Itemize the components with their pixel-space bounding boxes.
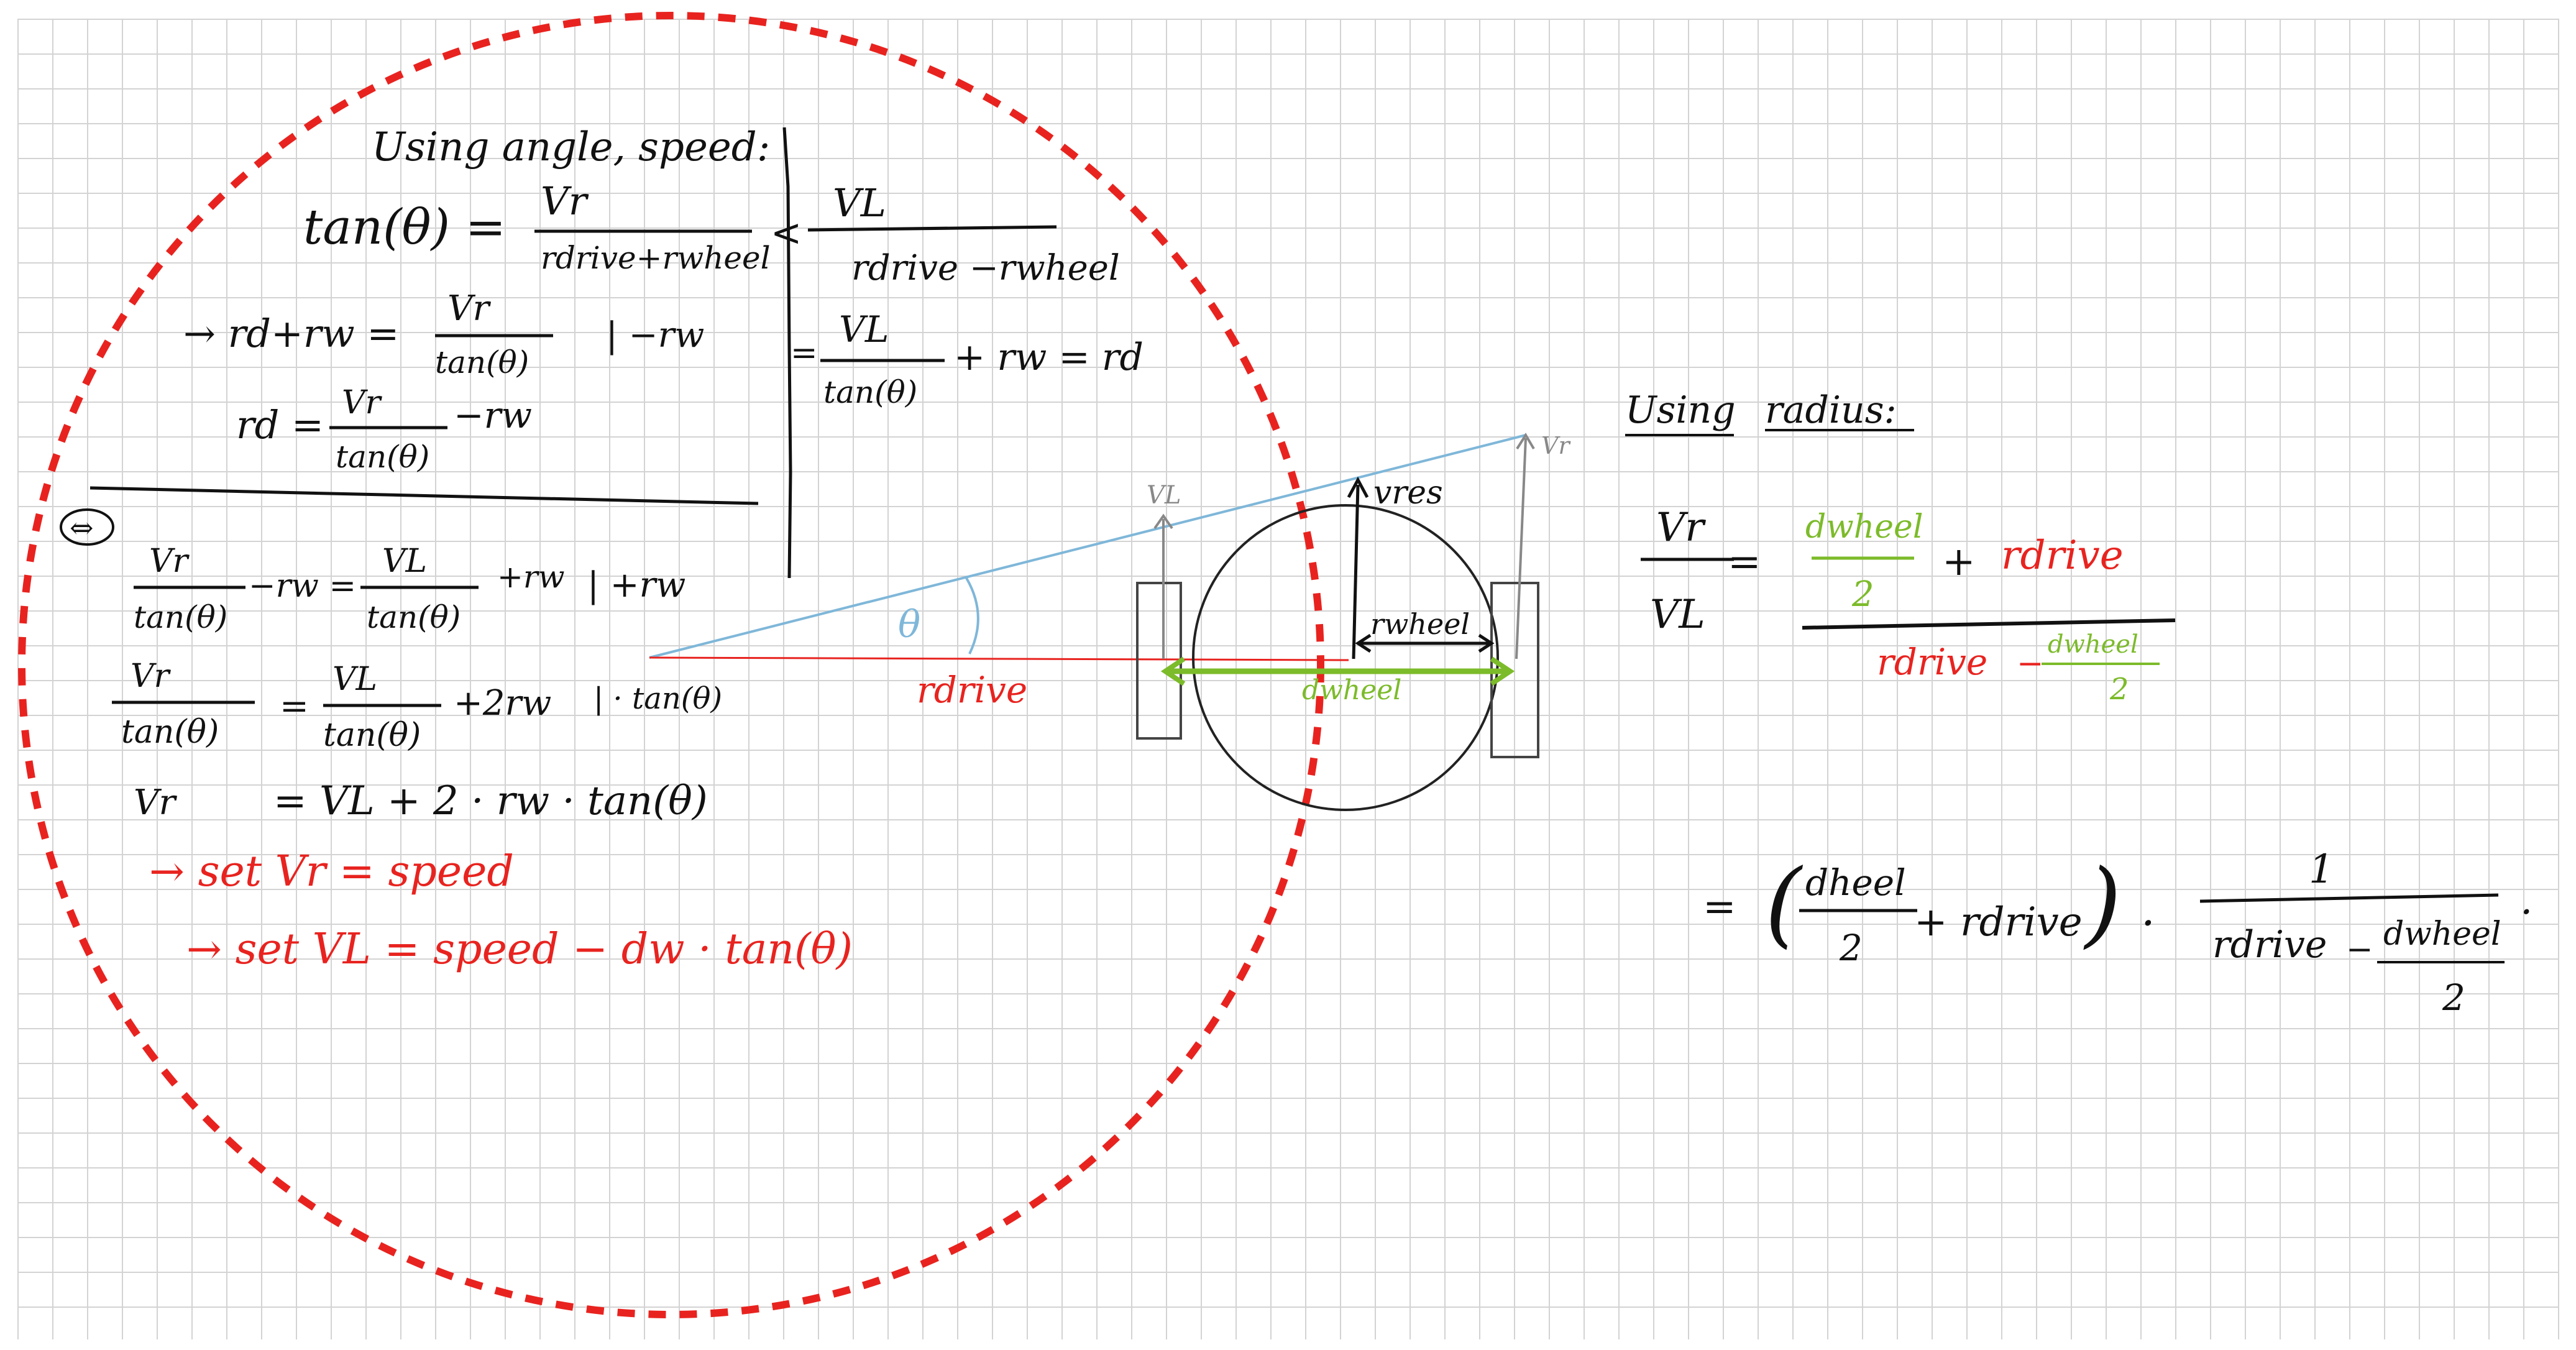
step2-tail: −rw [454, 394, 532, 436]
vr-label: Vr [1541, 432, 1571, 459]
eq3-lhs: Vr [134, 783, 177, 823]
eq3-rhs: = VL + 2 · rw · tan(θ) [273, 778, 708, 824]
eq2-den-b: tan(θ) [323, 717, 421, 754]
line2-den-a: rdrive [2212, 923, 2327, 967]
tan-lhs: tan(θ) = [303, 200, 506, 255]
line2-num: dheel [1805, 861, 1906, 904]
line2-den: 2 [1839, 927, 1863, 969]
eq2-num-b: VL [332, 661, 377, 698]
frac1-den: rdrive+rwheel [541, 240, 771, 276]
step2-lhs: rd = [236, 402, 324, 448]
vres-arrow [1352, 484, 1360, 659]
step1-lhs: → rd+rw = [183, 311, 399, 356]
ratio-den: VL [1650, 592, 1705, 638]
equivalence-circle [60, 508, 114, 546]
vertical-divider [782, 127, 792, 579]
equivalence-sign: ⇔ [70, 511, 94, 544]
frac2-num: VL [833, 180, 886, 226]
eq2-num-a: Vr [131, 658, 172, 695]
r-wheel-label: rwheel [1370, 607, 1470, 641]
right-den: tan(θ) [823, 374, 917, 410]
step1-op: | −rw [606, 315, 704, 356]
radius-heading-b: radius: [1765, 388, 1897, 432]
theta-arc [965, 577, 979, 654]
eq1-op: | +rw [587, 565, 685, 605]
eq2-op: | · tan(θ) [594, 681, 722, 716]
line2-lparen: ( [1765, 850, 1804, 958]
eq2-den-a: tan(θ) [121, 714, 219, 751]
eq1-mid: −rw = [249, 567, 356, 605]
line2-rparen: ) [2083, 850, 2122, 958]
r-drive-label: rdrive [917, 669, 1027, 711]
r-drive-line [649, 656, 1349, 661]
top-rdrive: rdrive [2001, 533, 2124, 579]
note-set-vr: → set Vr = speed [149, 847, 514, 896]
d-wheel-label: dwheel [1302, 674, 1401, 706]
step2-den: tan(θ) [336, 439, 429, 475]
frac1-num: Vr [541, 178, 589, 224]
top-plus: + [1942, 539, 1976, 585]
note-set-vl: → set VL = speed − dw · tan(θ) [186, 925, 853, 974]
drive-radius-circle [18, 12, 1324, 1318]
horizontal-divider [89, 486, 759, 505]
eq1-tail: +rw [497, 559, 565, 595]
frac2-bar [807, 225, 1057, 232]
top-den: 2 [1851, 574, 1874, 615]
step2-num: Vr [342, 384, 383, 421]
eq1-num-b: VL [382, 543, 427, 580]
line2-one: 1 [2309, 847, 2334, 893]
right-num: VL [839, 308, 889, 351]
grid-paper [17, 19, 2559, 1339]
bot-rdrive: rdrive [1877, 641, 1987, 683]
line2-den-minus: − [2346, 931, 2373, 968]
step1-den: tan(θ) [435, 344, 529, 380]
angle-speed-heading: Using angle, speed: [372, 124, 770, 170]
frac2-den: rdrive −rwheel [851, 248, 1120, 288]
robot-body [1192, 504, 1499, 811]
bot-minus: − [2017, 645, 2044, 682]
theta-label: θ [898, 603, 920, 646]
line2-mid: + rdrive [1914, 899, 2083, 945]
ratio-num: Vr [1656, 505, 1706, 551]
step1-num: Vr [447, 288, 491, 329]
line2-den-num: dwheel [2383, 916, 2501, 953]
line2-dot: · [2141, 897, 2155, 949]
bot-num: dwheel [2048, 630, 2138, 659]
vr-arrow [1515, 438, 1527, 659]
line2-main-bar [2199, 893, 2499, 903]
radius-heading-a: Using [1625, 388, 1736, 432]
eq1-num-a: Vr [149, 543, 190, 580]
eq2-tail: +2rw [454, 683, 551, 723]
bot-den: 2 [2109, 672, 2129, 707]
right-tail: + rw = rd [954, 336, 1144, 379]
ratio-eq: = [1728, 539, 1761, 585]
velocity-line [649, 434, 1526, 659]
left-wheel [1136, 582, 1182, 740]
right-eq: = [791, 334, 818, 372]
vres-label: vres [1373, 474, 1443, 512]
line2-den-den: 2 [2442, 976, 2465, 1019]
less-than-sign: < [771, 211, 802, 255]
eq1-den-b: tan(θ) [367, 599, 461, 635]
eq2-eq: = [280, 686, 309, 727]
line2-eq: = [1703, 884, 1736, 930]
top-num: dwheel [1805, 508, 1923, 546]
eq1-den-a: tan(θ) [134, 599, 227, 635]
line2-end: . [2520, 878, 2532, 924]
main-fraction-bar [1802, 618, 2176, 630]
vl-label: VL [1147, 481, 1181, 510]
